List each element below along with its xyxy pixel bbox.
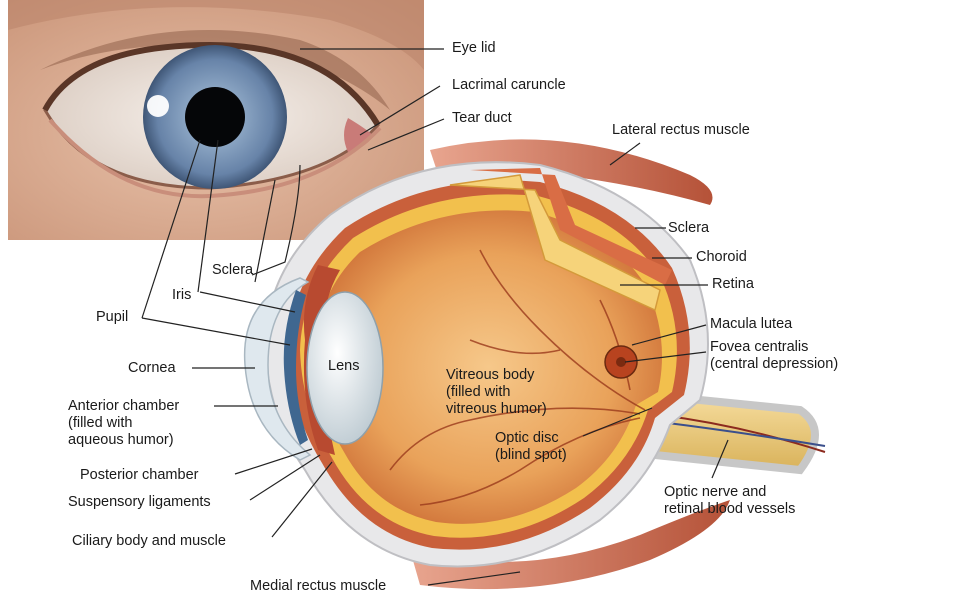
cornea	[243, 277, 312, 461]
label-sclera-front: Sclera	[212, 262, 254, 278]
label-vitreous-body: Vitreous body (filled with vitreous humo…	[446, 367, 547, 417]
label-ciliary-body: Ciliary body and muscle	[72, 533, 226, 549]
eye-photo	[8, 0, 424, 240]
label-choroid: Choroid	[696, 249, 747, 265]
label-lacrimal-caruncle: Lacrimal caruncle	[452, 77, 566, 93]
fovea-centralis	[616, 357, 626, 367]
lateral-rectus-muscle	[430, 139, 713, 205]
medial-rectus-muscle	[410, 500, 730, 590]
label-macula-lutea: Macula lutea	[710, 316, 793, 332]
label-eye-lid: Eye lid	[452, 40, 496, 56]
lens	[306, 291, 384, 445]
eye-cross-section	[243, 139, 826, 590]
label-sclera-outer: Sclera	[668, 220, 710, 236]
label-fovea-centralis: Fovea centralis (central depression)	[710, 339, 839, 372]
label-anterior-chamber: Anterior chamber (filled with aqueous hu…	[68, 398, 180, 448]
label-medial-rectus-muscle: Medial rectus muscle	[250, 578, 387, 594]
label-posterior-chamber: Posterior chamber	[80, 467, 199, 483]
label-pupil: Pupil	[96, 309, 129, 325]
photo-pupil	[185, 87, 245, 147]
label-suspensory-ligaments: Suspensory ligaments	[68, 494, 211, 510]
vitreous-body	[315, 210, 662, 524]
label-lens: Lens	[328, 358, 360, 374]
label-optic-disc: Optic disc (blind spot)	[495, 430, 567, 463]
label-cornea: Cornea	[128, 360, 176, 376]
label-retina: Retina	[712, 276, 754, 292]
label-lateral-rectus-muscle: Lateral rectus muscle	[612, 122, 750, 138]
leader-lines	[141, 48, 729, 586]
label-iris: Iris	[172, 287, 192, 303]
label-tear-duct: Tear duct	[452, 110, 512, 126]
iris	[283, 290, 308, 445]
label-optic-nerve: Optic nerve and retinal blood vessels	[664, 484, 796, 517]
